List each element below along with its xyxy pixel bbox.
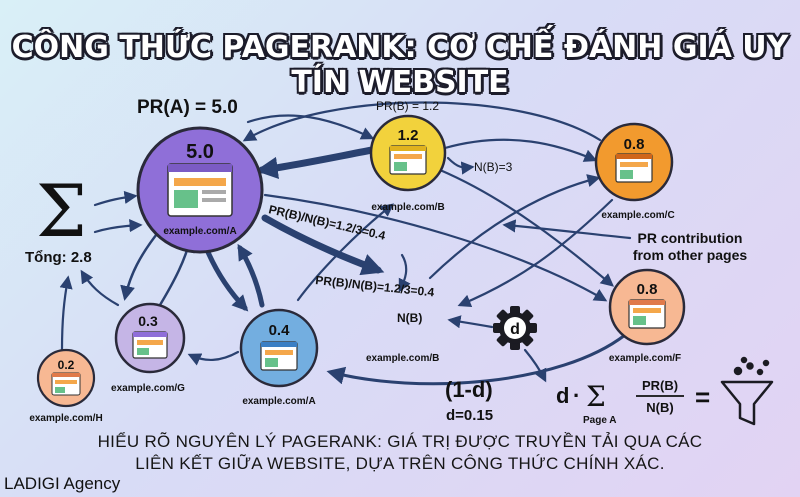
node-b: 1.2 example.com/B <box>369 114 447 213</box>
formula-numerator: PR(B) <box>642 378 678 393</box>
nb-label: N(B) <box>397 311 422 325</box>
browser-icon <box>132 331 168 359</box>
nb3-label: N(B)=3 <box>474 160 513 174</box>
funnel-icon <box>720 356 774 426</box>
arrow-a-to-g <box>120 228 162 301</box>
browser-icon <box>628 299 666 329</box>
pr-a-label: PR(A) = 5.0 <box>137 97 238 118</box>
node-h: 0.2 example.com/H <box>29 348 103 424</box>
link-arrows <box>59 101 632 386</box>
arrow-c-to-center <box>457 198 614 308</box>
calc-label-1: PR(B)/N(B)=1.2/3=0.4 <box>267 202 387 243</box>
arrow-gear-to-nb <box>447 315 494 329</box>
caption-line-1: HIỂU RÕ NGUYÊN LÝ PAGERANK: GIÁ TRỊ ĐƯỢC… <box>97 432 703 451</box>
formula-dot: · <box>573 383 580 408</box>
node-g: 0.3 example.com/G <box>111 302 186 394</box>
gear-icon <box>493 306 537 350</box>
arrow-gear-to-formula <box>523 348 547 383</box>
browser-icon <box>167 163 233 217</box>
arrow-sigma-to-a <box>93 190 138 207</box>
arrow-a-to-b <box>246 114 375 140</box>
d-value-label: d=0.15 <box>446 407 493 424</box>
arrow-c-to-a <box>242 101 602 142</box>
contribution-label-1: PR contribution <box>638 230 743 246</box>
formula-equals: = <box>695 382 710 412</box>
arrow-h-to-sigma <box>59 275 73 352</box>
browser-icon <box>260 341 298 371</box>
brand-label: LADIGI Agency <box>4 474 121 493</box>
arrow-b-to-nb3 <box>446 156 475 175</box>
node-g-value: 0.3 <box>138 313 158 329</box>
arrow-contribution <box>502 219 632 240</box>
node-c: 0.8 example.com/C <box>594 122 675 221</box>
node-f: 0.8 example.com/F <box>608 268 686 364</box>
caption-line-2: LIÊN KẾT GIỮA WEBSITE, DỰA TRÊN CÔNG THỨ… <box>135 454 665 473</box>
node-c-url: example.com/C <box>601 210 674 221</box>
gear-label: d <box>510 321 520 338</box>
node-a-url: example.com/A <box>163 226 236 237</box>
formula-sub: Page A <box>583 415 617 426</box>
node-a-secondary: 0.4 example.com/A <box>239 308 319 407</box>
arrow-a2-to-a <box>237 243 265 308</box>
node-a: 5.0 example.com/A <box>136 126 264 254</box>
arrow-center-to-c <box>428 174 601 280</box>
node-a-value: 5.0 <box>186 141 214 163</box>
arrow-b-to-c <box>443 138 598 162</box>
node-f-url: example.com/F <box>609 353 681 364</box>
formula-sum: Σ <box>586 380 606 413</box>
node-c-value: 0.8 <box>624 136 645 153</box>
total-label: Tổng: 2.8 <box>25 249 92 266</box>
node-a-secondary-url: example.com/A <box>242 396 315 407</box>
node-a-secondary-value: 0.4 <box>269 322 291 339</box>
arrow-b-to-f <box>438 168 615 287</box>
node-b-url: example.com/B <box>371 202 444 213</box>
node-h-url: example.com/H <box>29 413 102 424</box>
arrow-f-to-a2 <box>326 333 627 386</box>
arrow-a2-to-g <box>187 350 240 366</box>
arrow-sigma-to-a-lower <box>93 218 143 234</box>
node-b-value: 1.2 <box>398 127 419 144</box>
node-h-value: 0.2 <box>58 358 75 372</box>
node-g-url: example.com/G <box>111 383 185 394</box>
arrow-g-to-sigma <box>80 269 120 307</box>
contribution-label-2: from other pages <box>633 247 748 263</box>
browser-icon <box>615 153 653 183</box>
arrow-a-to-a2 <box>202 242 249 312</box>
formula-denominator: N(B) <box>646 400 673 415</box>
sigma-symbol: Σ <box>36 169 87 253</box>
one-minus-d-label: (1-d) <box>445 377 493 402</box>
browser-icon <box>51 372 81 396</box>
node-b-secondary-url: example.com/B <box>366 353 439 364</box>
pr-b-label: PR(B) = 1.2 <box>376 99 439 113</box>
formula-d: d <box>556 383 569 408</box>
formula: d · Σ Page A PR(B) N(B) = <box>556 378 710 426</box>
arrow-a-to-f <box>263 193 608 302</box>
page-title: CÔNG THỨC PAGERANK: CƠ CHẾ ĐÁNH GIÁ UY T… <box>11 30 789 100</box>
arrow-b-to-a <box>255 146 376 180</box>
arrow-a-to-center <box>261 214 385 276</box>
node-f-value: 0.8 <box>637 281 658 298</box>
calc-label-2: PR(B)/N(B)=1.2/3=0.4 <box>315 273 436 299</box>
arrow-a2-to-b <box>296 203 395 302</box>
arrow-calc-to-nb <box>398 253 411 293</box>
browser-icon <box>389 145 427 175</box>
